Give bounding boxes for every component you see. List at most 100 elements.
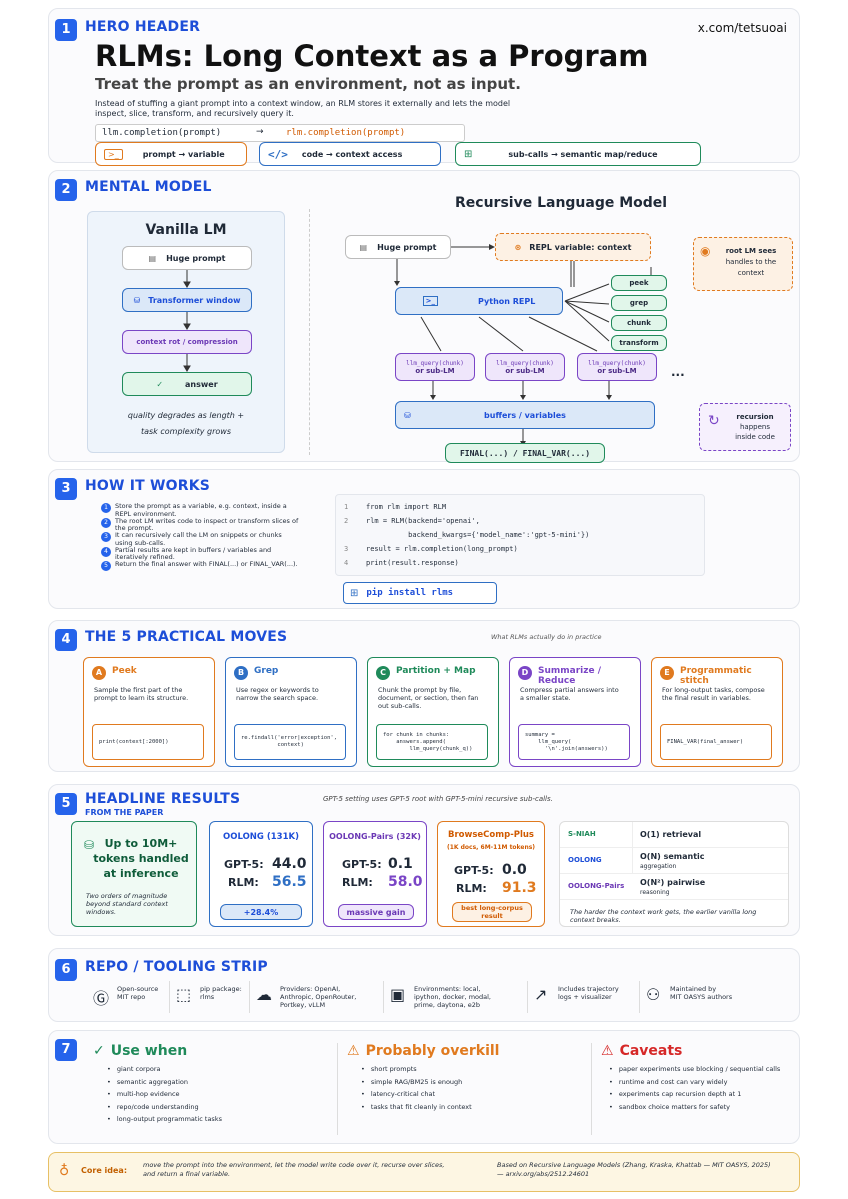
complexity-value: O(N²) pairwise [640,878,706,887]
database-icon: ⛁ [84,838,95,852]
repo-line: Maintained by [670,985,717,993]
hierarchy-icon: ⊞ [464,148,473,160]
pill-code-context: </> code → context access [259,142,441,166]
box-label: context rot / compression [136,338,238,346]
complexity-sub: reasoning [640,889,670,896]
repo-item: ⬚ pip package:rlms [169,981,245,1013]
step-line: iteratively refined. [115,553,175,561]
step-number: 1 [101,503,111,513]
code-right: rlm.completion(prompt) [286,128,406,138]
repo-text: Providers: OpenAI,Anthropic, OpenRouter,… [280,985,356,1009]
repo-line: Includes trajectory [558,985,619,993]
table-note: The harder the context work gets, the ea… [570,908,756,924]
document-icon: ▤ [359,242,368,252]
description-line: Compress partial answers into [520,686,619,694]
section-title: HEADLINE RESULTS [85,791,241,807]
list-item: •tasks that fit cleanly in context [361,1101,577,1114]
rlm-label: RLM: [342,876,373,889]
section-number: 1 [55,19,77,41]
bullet: • [361,1077,365,1086]
github-icon: Ⓖ [93,989,110,1008]
tokens-headline: Up to 10M+ tokens handled at inference [86,836,196,881]
move-code: re.findall('error|exception', context) [234,724,346,760]
repo-item: ☁Providers: OpenAI,Anthropic, OpenRouter… [249,981,379,1013]
reference-line: Based on Recursive Language Models (Zhan… [497,1161,771,1169]
vanilla-panel: Vanilla LM ▤Huge prompt ⛁Transformer win… [87,211,285,453]
col-divider [591,1043,592,1135]
repo-text: pip package:rlms [200,985,242,1001]
rlm-label: RLM: [228,876,259,889]
author-handle[interactable]: x.com/tetsuoai [697,21,787,35]
steps-list: 1 Store the prompt as a variable, e.g. co… [101,502,331,576]
tree-icon: ⊛ [514,242,522,252]
vanilla-context-rot: context rot / compression [122,330,252,354]
hero-description-line1: Instead of stuffing a giant prompt into … [95,99,511,108]
hero-section: 1 HERO HEADER x.com/tetsuoai RLMs: Long … [48,8,800,166]
vanilla-arrows [183,270,191,372]
headline-line: tokens handled [93,852,189,865]
box-label: answer [185,379,218,389]
complexity-value: O(1) retrieval [640,830,702,839]
oolong-pairs-card: OOLONG-Pairs (32K) GPT-5: 0.1 RLM: 58.0 … [323,821,427,927]
mental-model-section: 2 MENTAL MODEL Vanilla LM ▤Huge prompt ⛁… [48,170,800,463]
box-label: REPL variable: context [529,242,632,252]
callout-line: root LM sees [725,247,777,255]
bullet: • [361,1102,365,1111]
box-label: Python REPL [478,296,536,306]
op-peek: peek [611,275,667,291]
pip-install-button[interactable]: ⊞ pip install rlms [343,582,497,604]
rlm-title: Recursive Language Model [455,195,668,211]
rlm-value: 58.0 [388,874,423,890]
note-line: The harder the context work gets, the ea… [570,908,757,916]
results-section: 5 HEADLINE RESULTS FROM THE PAPER GPT-5 … [48,784,800,936]
vanilla-transformer: ⛁Transformer window [122,288,252,312]
rlm-repl-variable: ⊛ REPL variable: context [495,233,651,261]
core-idea-bar: ♁ Core idea: move the prompt into the en… [48,1152,800,1192]
move-title: Peek [112,666,137,676]
move-title: Programmatic stitch [680,666,752,686]
op-transform: transform [611,335,667,351]
column-title: Use when [110,1043,188,1059]
sub-label: or sub-LM [505,366,545,375]
repo-line: Anthropic, OpenRouter, [280,993,357,1001]
page-title: RLMs: Long Context as a Program [95,39,649,73]
refresh-icon: ↻ [708,413,720,429]
oolong-card: OOLONG (131K) GPT-5: 44.0 RLM: 56.5 +28.… [209,821,313,927]
pill-subcalls: ⊞ sub-calls → semantic map/reduce [455,142,701,166]
op-chunk: chunk [611,315,667,331]
check-circle-icon: ✓ [93,1043,105,1059]
move-title: Partition + Map [396,666,476,676]
list-item-text: long-output programmatic tasks [116,1115,222,1123]
list-item-text: runtime and cost can vary widely [618,1077,728,1086]
description-line: out sub-calls. [378,702,422,710]
repo-line: Environments: local, [414,985,481,993]
list-item: •long-output programmatic tasks [107,1113,323,1126]
list-item-text: multi-hop evidence [116,1090,180,1098]
bullet: • [609,1090,613,1098]
repo-line: MIT repo [117,993,146,1001]
list-item-text: short prompts [370,1065,417,1073]
package-icon: ⬚ [176,985,192,1004]
line-number: 4 [344,559,349,567]
list-item-text: giant corpora [116,1065,161,1073]
move-code: for chunk in chunks: answers.append( llm… [376,724,488,760]
step-line: Store the prompt as a variable, e.g. con… [115,502,287,510]
caveats-column: ⚠Caveats •paper experiments use blocking… [601,1043,801,1113]
list-item: •experiments cap recursion depth at 1 [609,1088,801,1101]
recursion-callout: ↻ recursion happens inside code [699,403,791,451]
bullet: • [107,1077,111,1086]
core-reference[interactable]: Based on Recursive Language Models (Zhan… [497,1161,771,1179]
pip-command: pip install rlms [366,588,454,598]
callout-line: handles to the [725,258,777,266]
repo-line: Providers: OpenAI, [280,985,341,993]
terminal-icon: ▣ [390,985,406,1004]
